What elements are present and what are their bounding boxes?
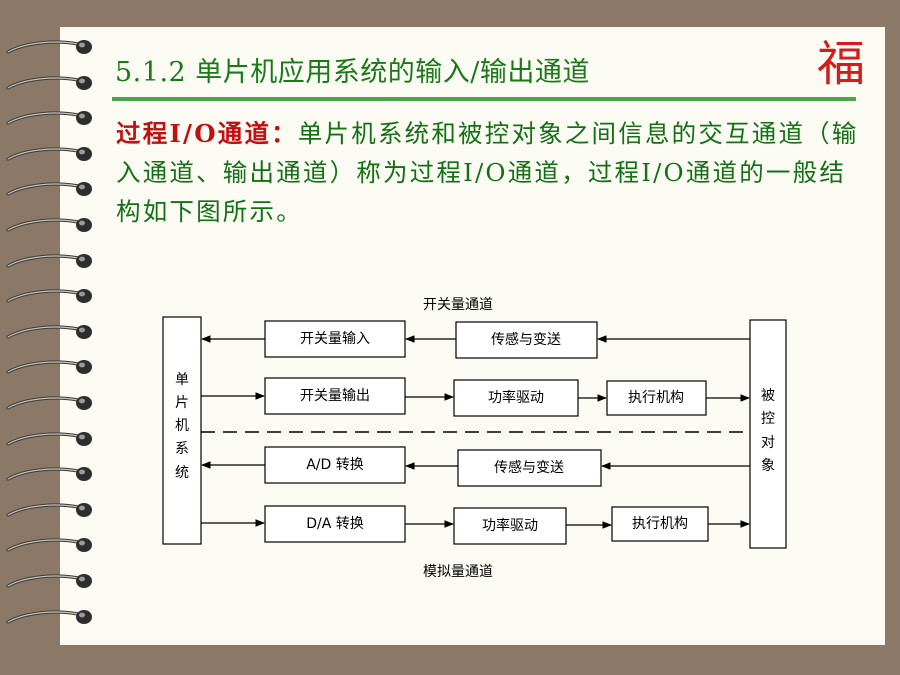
slide-title: 5.1.2 单片机应用系统的输入/输出通道 xyxy=(115,57,590,88)
actuator-label: 执行机构 xyxy=(628,390,684,406)
power-driver-box xyxy=(453,379,579,417)
mcu-block-char: 单 xyxy=(175,372,189,388)
binding-ring xyxy=(6,111,92,126)
binding-ring xyxy=(6,396,92,410)
binding-ring xyxy=(6,75,92,90)
sensor-transmitter-label: 传感与变送 xyxy=(491,331,561,348)
binding-ring xyxy=(6,324,92,339)
binding-ring xyxy=(6,253,92,268)
analog-channel-caption: 模拟量通道 xyxy=(423,564,493,580)
binding-ring xyxy=(6,218,92,232)
mcu-block-char: 系 xyxy=(175,441,189,457)
object-block-char: 象 xyxy=(761,458,775,474)
binding-ring xyxy=(6,146,92,161)
mcu-block-char: 片 xyxy=(175,395,189,411)
da-converter-box xyxy=(264,505,406,543)
binding-ring xyxy=(6,538,92,553)
binding-ring xyxy=(6,182,92,197)
power-driver-box xyxy=(453,507,567,545)
mcu-block-char: 机 xyxy=(175,418,189,434)
definition-paragraph: 过程I/O通道：单片机系统和被控对象之间信息的交互通道（输入通道、输出通道）称为… xyxy=(116,114,861,231)
definition-text: 单片机系统和被控对象之间信息的交互通道（输入通道、输出通道）称为过程I/O通道，… xyxy=(116,119,859,226)
ad-converter-box xyxy=(264,446,406,484)
object-block-char: 对 xyxy=(761,435,775,451)
controlled-object-block xyxy=(749,319,787,549)
mcu-block-char: 统 xyxy=(175,465,189,481)
binding-ring xyxy=(6,40,92,54)
binding-ring xyxy=(6,467,92,482)
switch-output-label: 开关量输出 xyxy=(300,388,370,404)
actuator-box xyxy=(606,380,707,416)
object-block-char: 被 xyxy=(761,388,775,404)
actuator-box xyxy=(611,506,709,542)
title-divider xyxy=(112,97,856,101)
binding-ring xyxy=(6,431,92,446)
da-converter-label: D/A 转换 xyxy=(306,515,364,532)
binding-ring xyxy=(6,360,92,375)
mcu-system-block xyxy=(162,316,202,545)
binding-ring xyxy=(6,289,92,304)
binding-ring xyxy=(6,609,92,624)
object-block-char: 控 xyxy=(761,411,775,427)
switch-output-box xyxy=(264,377,406,415)
ad-converter-label: A/D 转换 xyxy=(306,456,364,473)
power-driver-label: 功率驱动 xyxy=(482,517,538,534)
definition-term: 过程I/O通道： xyxy=(116,119,298,148)
sensor-transmitter-box xyxy=(455,321,598,359)
fu-seal-logo: 福 xyxy=(816,36,865,92)
actuator-label: 执行机构 xyxy=(632,516,688,532)
binding-ring xyxy=(6,574,92,588)
switch-input-label: 开关量输入 xyxy=(300,331,370,347)
binding-ring xyxy=(6,502,92,517)
sensor-transmitter-box xyxy=(457,449,602,487)
switch-channel-caption: 开关量通道 xyxy=(423,297,493,313)
sensor-transmitter-label: 传感与变送 xyxy=(494,459,564,476)
power-driver-label: 功率驱动 xyxy=(488,389,544,406)
